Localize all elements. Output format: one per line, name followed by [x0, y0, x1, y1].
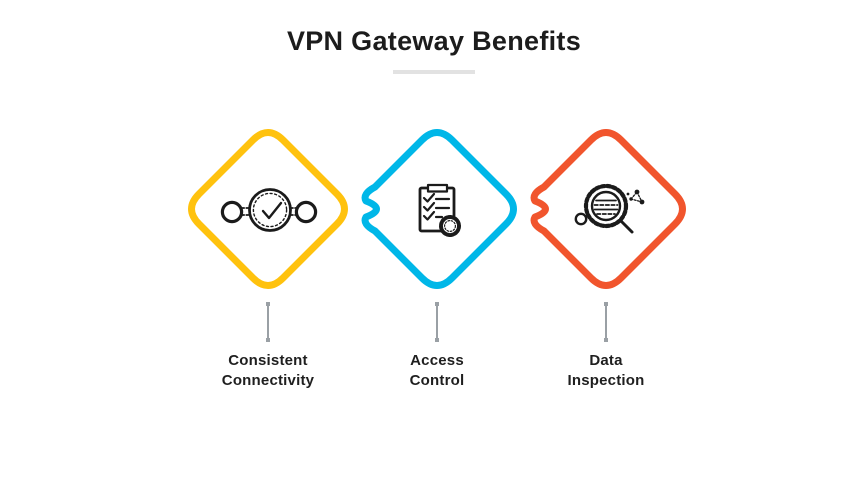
connector-dot [266, 338, 270, 342]
connector-line-3 [604, 302, 608, 342]
benefit-label-access-control: Access Control [357, 351, 517, 391]
label-line: Inspection [567, 372, 645, 389]
title-underline [393, 70, 475, 74]
connector-line-2 [435, 302, 439, 342]
label-line: Control [409, 372, 465, 389]
label-line: Data [589, 352, 623, 369]
connector-dot [435, 338, 439, 342]
benefit-label-data-inspection: Data Inspection [526, 351, 686, 391]
connectivity-check-icon [220, 188, 318, 232]
benefit-card-access-control [347, 119, 527, 299]
benefit-card-consistent-connectivity [178, 119, 358, 299]
connector-dot [266, 302, 270, 306]
connector-dot [604, 338, 608, 342]
connector-dot [435, 302, 439, 306]
page-title: VPN Gateway Benefits [286, 26, 582, 56]
benefit-label-consistent-connectivity: Consistent Connectivity [188, 351, 348, 391]
connector-line-1 [266, 302, 270, 342]
label-line: Consistent [228, 352, 308, 369]
diamond-outline-yellow [188, 129, 348, 289]
label-line: Access [410, 352, 464, 369]
connector-dot [604, 302, 608, 306]
label-line: Connectivity [221, 372, 315, 389]
benefit-card-data-inspection [516, 119, 696, 299]
checklist-clipboard-icon [418, 183, 461, 237]
gear-magnifier-icon [574, 183, 645, 234]
